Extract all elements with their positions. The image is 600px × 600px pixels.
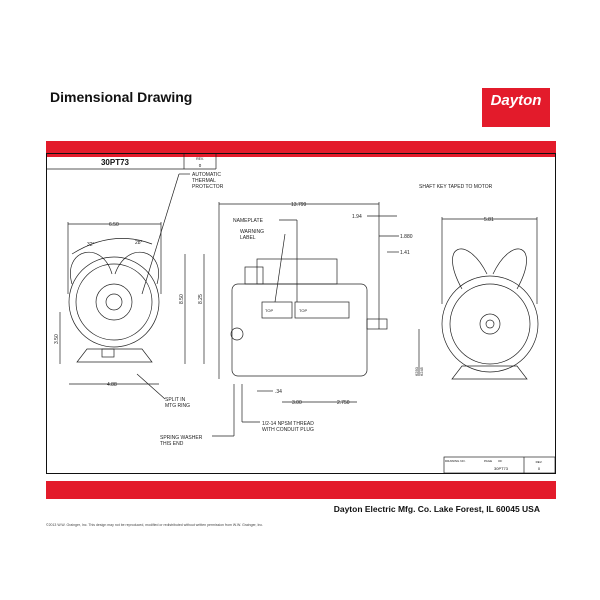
bottom-title-block: DRAWING NO. PAGE OF 30PT73 REV. 0 [443, 456, 556, 474]
note-split-1: SPLIT IN [165, 397, 186, 403]
dim-0-34: .34 [275, 389, 282, 395]
note-nameplate: NAMEPLATE [233, 218, 264, 224]
dim-28deg: 28° [135, 240, 143, 246]
drawing-frame: 30PT73 REV. 0 DRA [46, 153, 556, 474]
page-title: Dimensional Drawing [50, 89, 193, 105]
note-thermal-3: PROTECTOR [192, 184, 224, 190]
logo-text: Dayton [490, 92, 542, 109]
model-number: 30PT73 [101, 158, 130, 167]
dim-1-94: 1.94 [352, 214, 362, 220]
dim-6-50: 6.50 [109, 222, 119, 228]
note-shaft-key: SHAFT KEY TAPED TO MOTOR [419, 184, 493, 190]
dim-1-41: 1.41 [400, 250, 410, 256]
company-address: Dayton Electric Mfg. Co. Lake Forest, IL… [333, 504, 540, 514]
dayton-logo: Dayton [482, 88, 550, 127]
note-warning-1: WARNING [240, 229, 264, 235]
dim-13-799: 13.799 [291, 202, 307, 208]
drawing-no-label: DRAWING NO. [445, 459, 466, 463]
note-spring-1: SPRING WASHER [160, 435, 203, 441]
dim-8-25: 8.25 [198, 294, 204, 304]
dim-6245: 6245 [419, 366, 424, 376]
dim-32deg: 32° [87, 242, 95, 248]
dim-2-750: 2.750 [337, 400, 350, 406]
bottom-rev-label: REV. [536, 460, 543, 464]
left-end-view [59, 173, 205, 400]
page-label: PAGE [484, 459, 492, 463]
note-thread-1: 1/2-14 NPSM THREAD [262, 421, 314, 427]
drawing-no: 30PT73 [494, 466, 509, 471]
motor-drawing: 30PT73 REV. 0 DRA [47, 154, 556, 474]
title-block: 30PT73 REV. 0 [47, 154, 217, 170]
bottom-rev-value: 0 [538, 466, 541, 471]
side-view [212, 202, 399, 437]
note-spring-2: THIS END [160, 441, 184, 447]
copyright-notice: ©2013 W.W. Grainger, Inc. This design ma… [46, 523, 264, 527]
annotations: AUTOMATIC THERMAL PROTECTOR SHAFT KEY TA… [54, 172, 494, 447]
label-top-1: TOP [265, 308, 273, 313]
dim-1-880: 1.880 [400, 234, 413, 240]
dim-3-00: 3.00 [292, 400, 302, 406]
note-warning-2: LABEL [240, 235, 256, 241]
dim-4-88: 4.88 [107, 382, 117, 388]
bottom-red-bar [46, 481, 556, 499]
dim-8-50: 8.50 [179, 294, 185, 304]
note-thermal-2: THERMAL [192, 178, 216, 184]
dim-6250: 6250 [414, 366, 419, 376]
note-thread-2: WITH CONDUIT PLUG [262, 427, 314, 433]
rev-label: REV. [196, 157, 204, 161]
label-top-2: TOP [299, 308, 307, 313]
right-end-view [418, 217, 539, 380]
of-label: OF [498, 459, 502, 463]
note-split-2: MTG RING [165, 403, 190, 409]
note-thermal-1: AUTOMATIC [192, 172, 221, 178]
dim-3-50: 3.50 [54, 334, 60, 344]
dim-5-81: 5.81 [484, 217, 494, 223]
rev-value: 0 [199, 163, 202, 168]
